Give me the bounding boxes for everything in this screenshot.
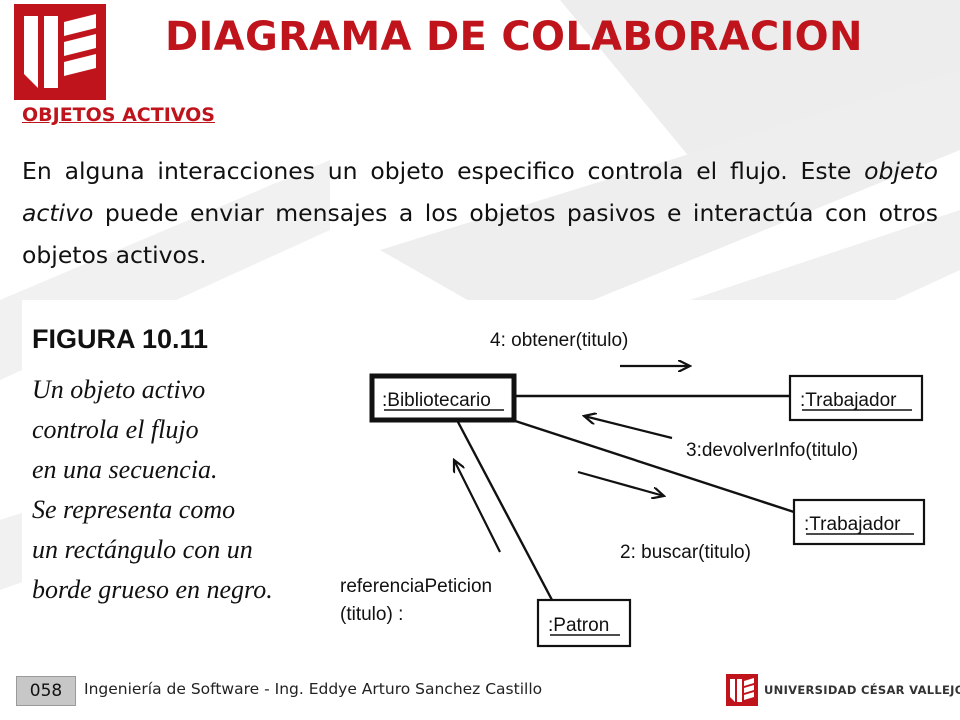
caption-line-5: un rectángulo con un [32, 535, 253, 564]
link-to-patron [456, 421, 554, 601]
arrow-referencia-peticion [454, 460, 501, 553]
caption-line-1: Un objeto activo [32, 375, 205, 404]
message-buscar: 2: buscar(titulo) [620, 542, 751, 563]
figure-caption-title: FIGURA 10.11 [32, 324, 208, 354]
footer-brand: UNIVERSIDAD CÉSAR VALLEJO [764, 683, 960, 697]
footer-credit: Ingeniería de Software - Ing. Eddye Artu… [84, 680, 543, 698]
trabajador-2-label: :Trabajador [804, 514, 901, 535]
arrow-devolver-info [584, 416, 673, 440]
page-title: DIAGRAMA DE COLABORACION [165, 14, 863, 60]
collaboration-diagram: FIGURA 10.11 Un objeto activo controla e… [32, 324, 926, 648]
message-devolver-info: 3:devolverInfo(titulo) [686, 440, 858, 461]
trabajador-1-label: :Trabajador [800, 390, 897, 411]
object-trabajador-2: :Trabajador [792, 498, 926, 546]
figure-panel: FIGURA 10.11 Un objeto activo controla e… [22, 300, 944, 660]
object-patron: :Patron [536, 598, 632, 648]
paragraph-part-1: En alguna interacciones un objeto especi… [22, 157, 865, 185]
object-trabajador-1: :Trabajador [788, 374, 924, 422]
message-referencia-peticion-2: (titulo) : [340, 604, 403, 625]
patron-label: :Patron [548, 615, 609, 636]
caption-line-2: controla el flujo [32, 415, 199, 444]
paragraph-part-2: puede enviar mensajes a los objetos pasi… [22, 199, 938, 269]
caption-line-6: borde grueso en negro. [32, 575, 273, 604]
message-referencia-peticion-1: referenciaPeticion [340, 576, 492, 597]
paragraph-emphasis: objeto activo [22, 157, 938, 227]
ucv-mini-shield-icon [726, 674, 758, 706]
active-object-bibliotecario: :Bibliotecario [369, 373, 517, 423]
page-number-badge: 058 [16, 676, 76, 706]
link-to-trabajador-2 [499, 414, 795, 514]
arrow-buscar [577, 470, 664, 496]
bibliotecario-label: :Bibliotecario [382, 390, 491, 411]
body-paragraph: En alguna interacciones un objeto especi… [22, 150, 938, 276]
ucv-shield-icon [14, 4, 106, 100]
message-obtener: 4: obtener(titulo) [490, 330, 628, 351]
caption-line-3: en una secuencia. [32, 455, 218, 484]
section-subtitle: OBJETOS ACTIVOS [22, 104, 215, 126]
caption-line-4: Se representa como [32, 495, 235, 524]
